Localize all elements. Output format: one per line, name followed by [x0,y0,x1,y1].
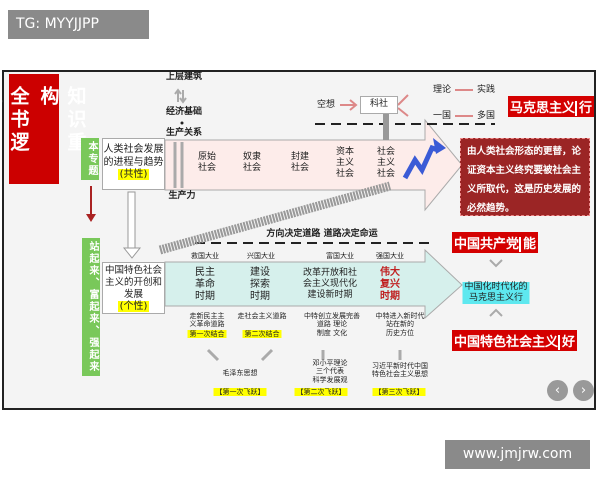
marxism-works-label: 马克思主义行 [508,96,595,117]
period-1: 民主 革命 时期 [195,267,215,302]
practice-label: 实践 [476,85,496,95]
productive-forces-label: 生产力 [168,191,196,201]
particularity-text: 中国特色社会 主义的开创和 发展 [104,265,162,300]
theory-label: 理论 [432,85,452,95]
theory-3: 习近平新时代中国 特色社会主义思想 [372,362,428,379]
socialism-good-label: 中国特色社会主义好 [452,330,578,351]
many-countries-label: 多国 [476,111,496,121]
road-2: 走社会主义道路 [237,312,287,320]
particularity-box: 中国特色社会 主义的开创和 发展 (个性) [102,262,165,314]
sci-connector [383,114,389,140]
commonality-text: 人类社会发展 的进程与趋势 [103,144,164,168]
combination-2: 第二次结合 [242,330,282,339]
commonality-tag: (共性) [117,169,150,180]
cause-3: 富国大业 [326,252,354,260]
direction-caption: 方向决定道路 道路决定命运 [266,229,378,239]
period-3: 改革开放和社 会主义现代化 建设新时期 [302,268,358,300]
socialism-text: 中国特色社会主义 [454,335,559,350]
superstructure-label: 上层建筑 [165,72,203,82]
marxism-text: 马克思主义 [510,101,576,116]
period-4: 伟大 复兴 时期 [380,267,400,302]
party-text: 中国共产党 [454,237,520,252]
title-right: 知识重构 [37,86,87,155]
leap-2: 【第二次飞跃】 [294,388,348,397]
socialism-tail: 好 [558,335,576,350]
cause-4: 强国大业 [376,252,404,260]
society-slave: 奴隶 社会 [242,152,262,173]
marxism-tail: 行 [575,101,593,116]
road-1: 走新民主主 义革命道路 [189,312,225,329]
stages-label: 站起来、富起来、强起来 [82,238,100,376]
society-capitalist: 资本 主义 社会 [335,147,355,179]
conclusion-box: 由人类社会形态的更替，论证资本主义终究要被社会主义所取代，这是历史发展的必然趋势… [460,138,590,216]
topic-label: 本专题 [81,138,99,180]
growth-arrow-icon [402,144,439,180]
society-arrow [164,118,463,212]
party-can-label: 中国共产党能 [452,232,539,253]
period-2: 建设 探索 时期 [250,267,270,302]
scientific-socialism-box: 科社 [360,96,398,114]
economic-base-label: 经济基础 [165,107,203,117]
particularity-tag: (个性) [117,300,150,312]
modern-marxism-label: 中国化时代化的 马克思主义行 [462,282,530,304]
combination-1: 第一次结合 [187,330,227,339]
striped-bar [158,181,392,255]
party-tail: 能 [519,237,537,252]
road-3: 中特创立发展完善 道路 理论 制度 文化 [304,312,360,337]
leap-1: 【第一次飞跃】 [213,388,267,397]
society-socialist: 社会 主义 社会 [376,147,396,179]
commonality-box: 人类社会发展 的进程与趋势 (共性) [102,138,165,190]
next-slide-button[interactable]: › [573,380,594,401]
production-relations-label: 生产关系 [165,128,203,138]
theory-1: 毛泽东思想 [222,369,258,377]
society-primitive: 原始 社会 [197,152,217,173]
one-country-label: 一国 [432,111,452,121]
cause-1: 救国大业 [191,252,219,260]
society-feudal: 封建 社会 [290,152,310,173]
leap-3: 【第三次飞跃】 [372,388,426,397]
prev-slide-button[interactable]: ‹ [547,380,568,401]
channel-label: TG: MYYJJPP [8,10,149,39]
utopian-label: 空想 [316,100,336,110]
china-arrow [164,248,463,320]
road-4: 中特进入新时代 站在新的 历史方位 [375,312,425,337]
watermark: www.jmjrw.com [445,440,590,469]
section-title: 全书逻辑 知识重构 [0,74,87,184]
down-arrow-icon [122,247,142,259]
cause-2: 兴国大业 [247,252,275,260]
theory-2: 邓小平理论 三个代表 科学发展观 [312,359,348,384]
title-left: 全书逻辑 [0,86,30,155]
